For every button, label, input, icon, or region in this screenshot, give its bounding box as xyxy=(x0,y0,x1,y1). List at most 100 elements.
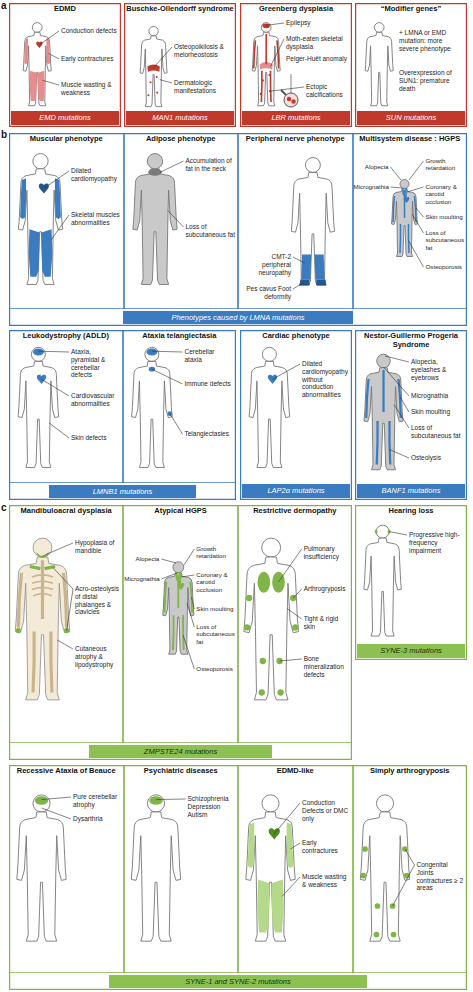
phenotype-panel: Mandibuloacral dysplasiaHypoplasia of ma… xyxy=(9,505,123,743)
panel-title: Buschke-Ollendorff syndrome xyxy=(126,5,234,14)
body-outline xyxy=(249,347,290,467)
muscle-mark xyxy=(248,822,294,868)
symptom-label: Skin moulting xyxy=(411,408,465,416)
muscle-mark xyxy=(24,38,50,64)
symptom-label: Coronary & carotid occlusion xyxy=(426,183,466,205)
leader-line xyxy=(154,47,172,83)
symptom-label: Telangiectasies xyxy=(185,430,234,438)
symptom-label: Micrognathia xyxy=(124,575,159,582)
gene-label: Phenotypes caused by LMNA mutations xyxy=(123,311,353,324)
gene-band: LAP2α mutations xyxy=(242,484,350,498)
body-figure xyxy=(392,180,418,257)
body-figure xyxy=(244,538,299,700)
body-outline xyxy=(132,347,173,467)
symptom-label: Ataxia, pyramidal & cerebellar defects xyxy=(71,348,120,379)
pelvis-mark xyxy=(147,65,159,72)
leader-line xyxy=(389,532,407,535)
gene-band: SYNE-1 and SYNE-2 mutations xyxy=(109,975,367,988)
body-figure xyxy=(364,525,401,636)
body-figure xyxy=(249,347,290,467)
phenotype-panel: Multisystem disease : HGPSAlopeciaMicrog… xyxy=(353,133,468,309)
calcification-spots xyxy=(260,74,271,95)
body-figure xyxy=(18,154,62,285)
symptom-label: Conduction Defects or DMC only xyxy=(302,799,350,822)
symptom-label: Micrognathia xyxy=(354,183,389,190)
leader-line xyxy=(274,803,300,897)
phenotype-panel: Peripheral nerve phenotypeCMT-2 peripher… xyxy=(238,133,353,309)
gene-band: EMD mutations xyxy=(11,111,119,125)
panel-title: Peripheral nerve phenotype xyxy=(240,135,351,144)
symptom-label: Loss of subcutaneous fat xyxy=(196,623,236,645)
section-letter: b xyxy=(1,129,7,140)
symptom-label: Cardiovascular abnormalities xyxy=(71,392,120,408)
leader-line xyxy=(156,799,186,801)
symptom-label: Progressive high-frequency impairment xyxy=(409,531,465,554)
leader-line xyxy=(293,257,305,289)
phenotype-panel: Atypical HGPSAlopeciaMicrognathiaGrowth … xyxy=(123,505,237,743)
gene-group: Leukodystrophy (ADLD)Ataxia, pyramidal &… xyxy=(9,330,236,500)
panel-title: Nestor-Guillermo Progeria Syndrome xyxy=(357,332,465,349)
panel-title: Restrictive dermopathy xyxy=(240,507,350,516)
symptom-label: Pelger-Huët anomaly xyxy=(286,55,352,63)
body-figure xyxy=(364,354,403,470)
body-outline xyxy=(365,23,393,106)
body-outline xyxy=(17,795,66,941)
symptom-label: Loss of subcutaneous fat xyxy=(186,223,236,239)
neck-fat-mark xyxy=(148,169,162,176)
symptom-label: Muscle wasting & weakness xyxy=(302,873,350,889)
bone-mark xyxy=(366,370,401,465)
gene-label: SYNE-3 mutations xyxy=(357,644,465,658)
gene-label: BANF1 mutations xyxy=(357,484,465,498)
symptom-label: Osteoporosis xyxy=(426,263,466,270)
body-figure xyxy=(133,154,177,285)
leader-line xyxy=(384,356,410,458)
ear-mark xyxy=(375,529,391,533)
bone-lines xyxy=(18,560,66,692)
leader-line xyxy=(391,161,424,267)
symptom-label: Dilated cardiomyopathy xyxy=(71,167,121,183)
symptom-label: Skin moulting xyxy=(196,605,236,612)
symptom-label: Skin moulting xyxy=(426,213,466,220)
symptom-label: Immune defects xyxy=(185,380,234,388)
body-outline xyxy=(18,347,59,467)
jaw-mark xyxy=(36,552,49,558)
phenotype-panel: Muscular phenotypeDilated cardiomyopathy… xyxy=(9,133,124,309)
body-outline xyxy=(15,538,70,700)
body-outline xyxy=(252,23,280,106)
joint-mark xyxy=(244,595,299,696)
panel-title: Adipose phenotype xyxy=(126,135,237,144)
symptom-label: Tight & rigid skin xyxy=(304,615,351,631)
body-figure xyxy=(18,347,59,467)
body-figure xyxy=(23,23,51,106)
symptom-label: Accumulation of fat in the neck xyxy=(186,157,236,173)
section-letter: a xyxy=(1,0,7,11)
disease-panel: Nestor-Guillermo Progeria SyndromeAlopec… xyxy=(355,330,467,500)
symptom-label: Schizophrenia Depression Autism xyxy=(188,795,236,818)
gene-label: SYNE-1 and SYNE-2 mutations xyxy=(109,975,367,988)
symptom-label: + LMNA or EMD mutation: more severe phen… xyxy=(399,29,463,52)
panel-title: Simply arthrogryposis xyxy=(355,767,466,776)
disease-panel: Buschke-Ollendorff syndromeOsteopoikilos… xyxy=(124,3,236,127)
thymus-mark xyxy=(149,367,155,372)
symptom-label: Early contractures xyxy=(61,55,119,63)
foot-mark xyxy=(300,280,327,286)
gene-band: SUN mutations xyxy=(357,111,465,125)
body-outline xyxy=(23,23,51,106)
panel-title: “Modifier genes” xyxy=(357,5,465,14)
gene-band: BANF1 mutations xyxy=(357,484,465,498)
body-figure xyxy=(17,795,66,941)
body-figure xyxy=(140,27,167,107)
body-figure xyxy=(360,795,409,941)
bone-mark xyxy=(165,574,193,650)
symptom-label: Dilated cardiomyopathy without conductio… xyxy=(302,360,350,399)
gene-label: EMD mutations xyxy=(11,111,119,125)
panel-title: Hearing loss xyxy=(357,507,465,516)
body-outline xyxy=(131,795,180,941)
symptom-label: Dysarthria xyxy=(73,815,121,823)
symptom-label: Acro-osteolysis of distal phalanges & cl… xyxy=(75,585,122,616)
leader-line xyxy=(152,351,183,434)
bone-mark xyxy=(393,190,416,253)
panel-title: Ataxia telangiectasia xyxy=(125,332,235,341)
panel-title: Recessive Ataxia of Beauce xyxy=(11,767,122,776)
symptom-label: Dermatologic manifestations xyxy=(174,79,234,95)
